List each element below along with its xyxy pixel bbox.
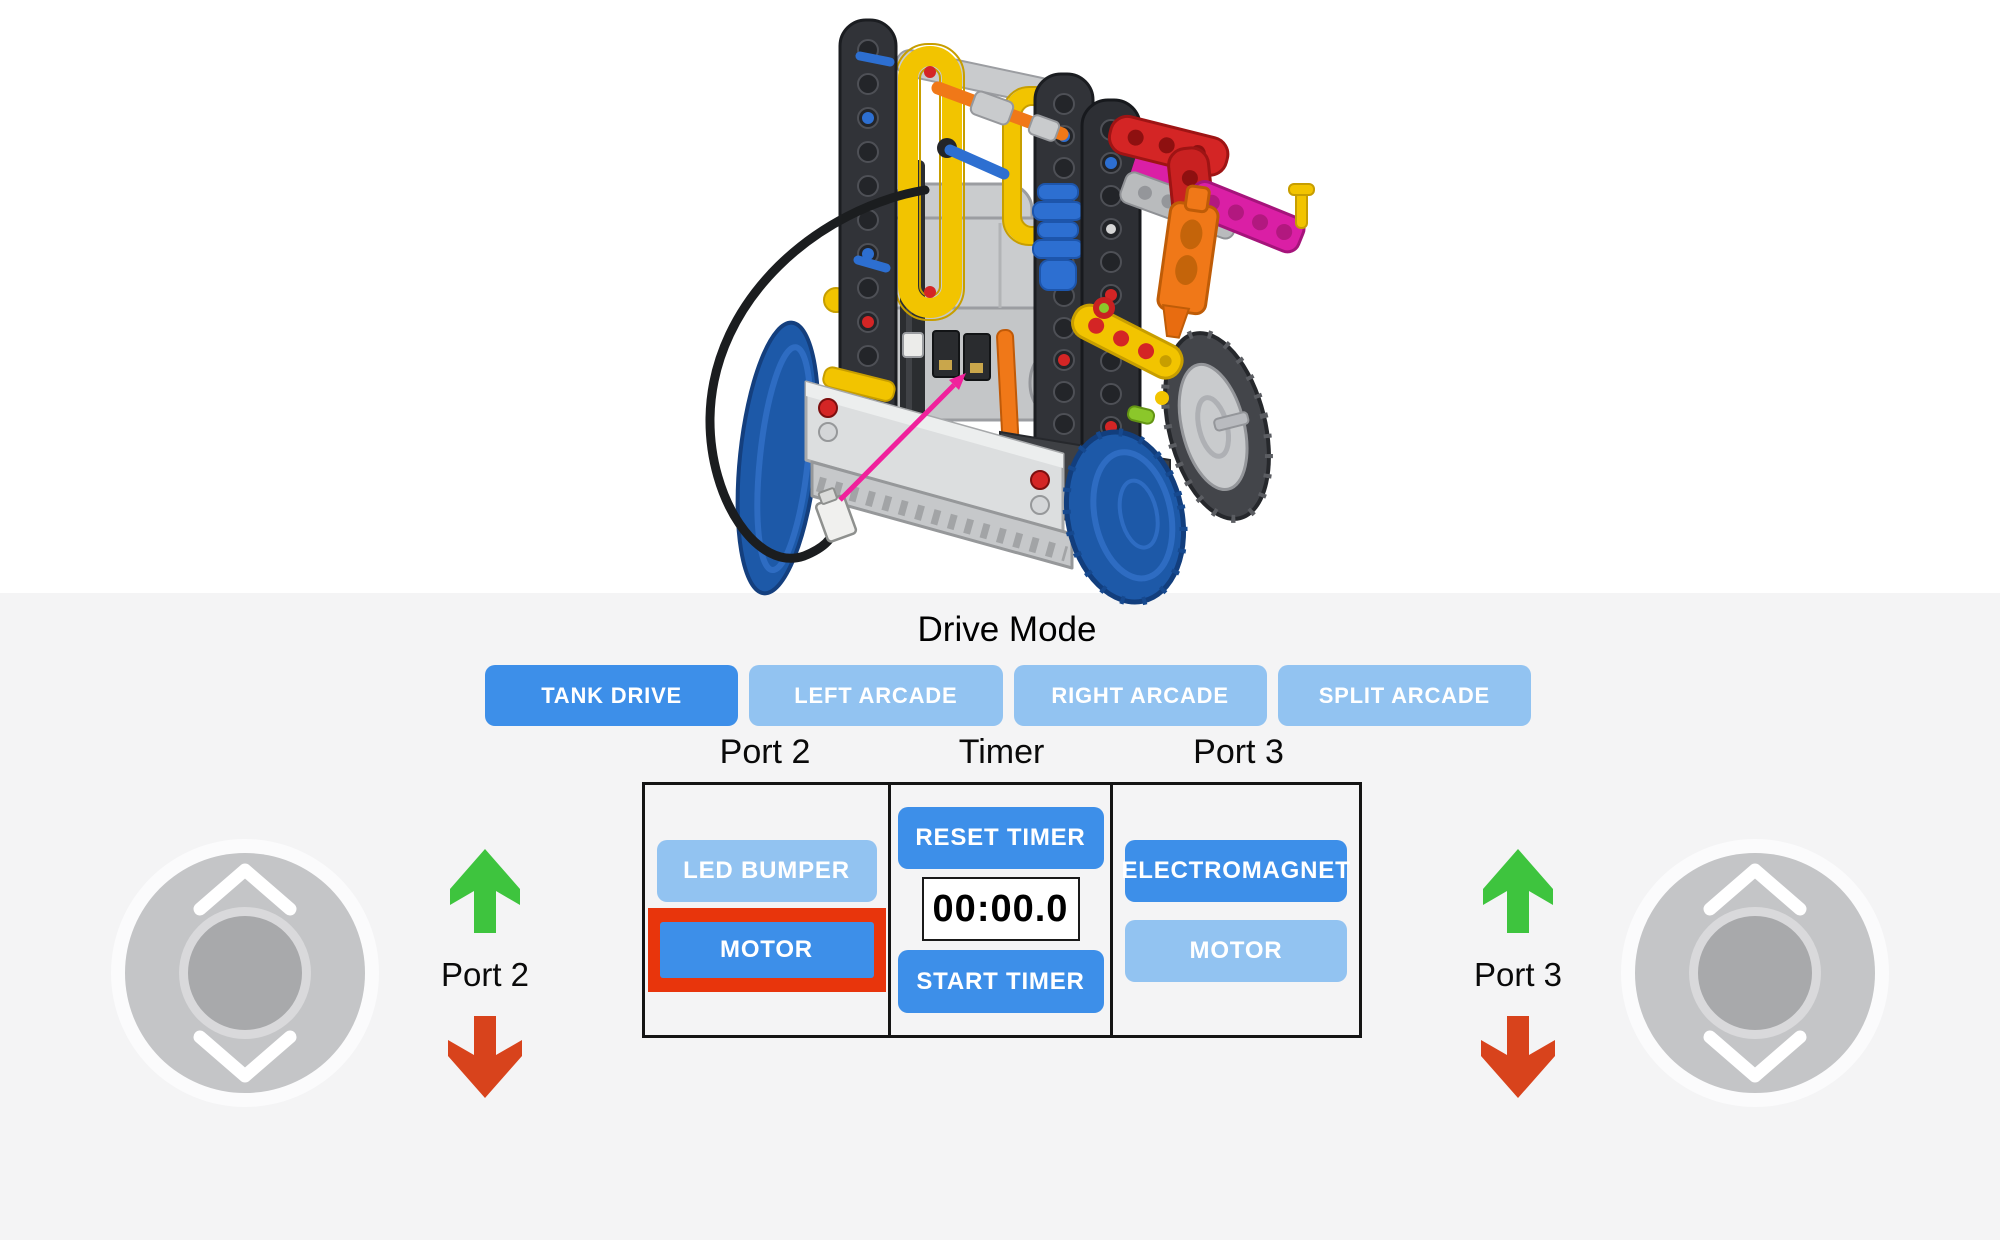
joystick-right-body[interactable] [1635, 853, 1875, 1093]
device-control-table: LED BUMPER MOTOR RESET TIMER 00:00.0 STA… [642, 782, 1362, 1038]
reset-timer-button[interactable]: RESET TIMER [897, 807, 1104, 869]
mode-button-right-arcade[interactable]: RIGHT ARCADE [1013, 665, 1267, 726]
motor-port3-button[interactable]: MOTOR [1125, 920, 1347, 982]
down-chevron-icon [1703, 1030, 1807, 1083]
front-wheel-icon [1062, 428, 1188, 606]
up-arrow-icon [1483, 849, 1553, 933]
joystick-left[interactable] [111, 839, 379, 1107]
joystick-right[interactable] [1621, 839, 1889, 1107]
led-bumper-button[interactable]: LED BUMPER [656, 840, 877, 902]
port3-column: ELECTROMAGNET MOTOR [1113, 785, 1359, 1035]
beam-tower-icon [823, 18, 898, 460]
timer-column: RESET TIMER 00:00.0 START TIMER [888, 785, 1113, 1035]
column-headers: Port 2 Timer Port 3 [642, 733, 1362, 772]
joystick-right-knob[interactable] [1689, 907, 1821, 1039]
joystick-left-knob[interactable] [179, 907, 311, 1039]
port2-column: LED BUMPER MOTOR [645, 785, 888, 1035]
robot-illustration [705, 18, 1315, 606]
cable-plug-icon [814, 487, 858, 543]
up-chevron-icon [1703, 863, 1807, 916]
bumper-icon [804, 380, 1074, 570]
start-timer-button[interactable]: START TIMER [897, 950, 1104, 1013]
down-chevron-icon [193, 1030, 297, 1083]
electromagnet-button[interactable]: ELECTROMAGNET [1121, 840, 1350, 902]
drive-mode-selector: TANK DRIVE LEFT ARCADE RIGHT ARCADE SPLI… [485, 665, 1531, 726]
rear-wheel-icon [1161, 329, 1273, 523]
hub-port-icon [932, 330, 960, 378]
port2-label: Port 2 [440, 956, 530, 993]
mode-button-left-arcade[interactable]: LEFT ARCADE [749, 665, 1003, 726]
joystick-chevrons-icon [1703, 863, 1807, 1083]
port3-label: Port 3 [1473, 956, 1563, 993]
timer-display: 00:00.0 [921, 877, 1080, 941]
motor-highlight-frame: MOTOR [647, 908, 886, 992]
hub-port-icon [963, 333, 991, 381]
joystick-chevrons-icon [193, 863, 297, 1083]
port2-header: Port 2 [719, 733, 811, 771]
mode-button-tank-drive[interactable]: TANK DRIVE [485, 665, 739, 726]
mode-button-split-arcade[interactable]: SPLIT ARCADE [1277, 665, 1531, 726]
cable-icon [705, 185, 930, 563]
port3-header: Port 3 [1193, 733, 1284, 771]
up-chevron-icon [193, 863, 297, 916]
motor-port2-button[interactable]: MOTOR [659, 922, 874, 978]
up-arrow-icon [450, 849, 520, 933]
port-annotation-arrow [838, 373, 966, 502]
timer-header: Timer [958, 733, 1045, 771]
down-arrow-icon [1481, 1016, 1555, 1098]
down-arrow-icon [448, 1016, 522, 1098]
joystick-left-body[interactable] [125, 853, 365, 1093]
page-title: Drive Mode [917, 610, 1097, 649]
